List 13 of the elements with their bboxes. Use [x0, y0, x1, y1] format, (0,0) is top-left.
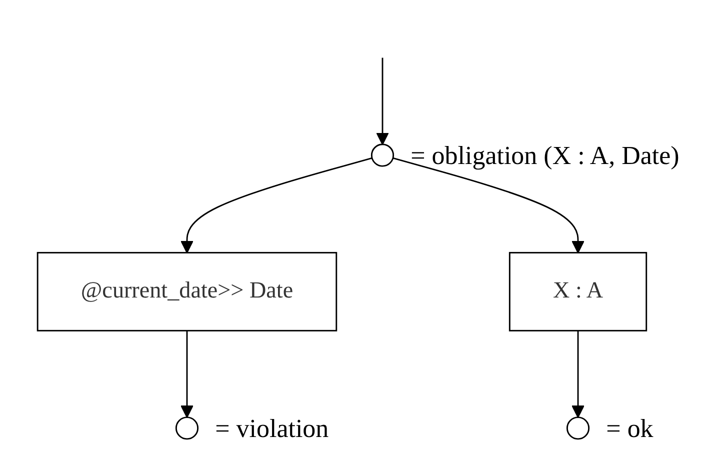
node-circle	[175, 416, 199, 440]
arrow	[180, 157, 372, 254]
node-caption: = ok	[606, 414, 654, 443]
node-caption: = violation	[215, 414, 329, 443]
node-circle	[566, 416, 590, 440]
arrow	[572, 330, 584, 418]
node-box: X : A	[508, 252, 648, 332]
node-circle	[370, 144, 394, 167]
arrow	[376, 58, 389, 145]
node-caption: = obligation (X : A, Date)	[410, 140, 680, 170]
arrow	[392, 157, 584, 254]
node-box: @current_date>> Date	[36, 252, 338, 332]
arrow	[180, 330, 194, 418]
